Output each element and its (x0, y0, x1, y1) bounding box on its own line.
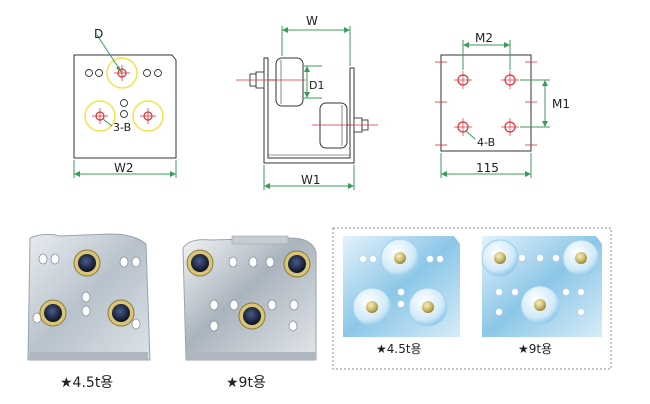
plain-hole (85, 69, 93, 77)
highlight-circle-right (132, 100, 164, 132)
inset-plate-4-5t (343, 236, 460, 337)
bolt-holes (454, 71, 519, 136)
leader-4b (465, 130, 476, 140)
label-3b: 3-B (113, 121, 131, 134)
label-115: 115 (476, 161, 499, 175)
bolt-group (186, 249, 311, 330)
plain-hole (120, 99, 128, 107)
drawing-rear-plate: M2 M1 4-B 115 (435, 31, 570, 178)
leader-d (96, 34, 123, 74)
leader-3b (102, 118, 113, 127)
inset-plate-9t (481, 236, 602, 337)
label-w: W (306, 14, 318, 28)
drawing-side-section: W D1 W1 (236, 14, 378, 190)
label-m1: M1 (552, 97, 570, 111)
photo-plate-9t (182, 235, 317, 361)
drawing-front-plate: D 3-B W2 (73, 27, 177, 178)
label-d: D (94, 27, 103, 41)
label-4b: 4-B (477, 136, 495, 149)
channel-outline (263, 57, 355, 164)
caption-inset-4-5t: ★4.5t용 (376, 342, 422, 356)
roller-upper (275, 57, 304, 107)
plain-hole (154, 69, 162, 77)
highlight-circle-left (84, 100, 116, 132)
roller-lower (319, 102, 348, 149)
highlight-circle-top (106, 57, 138, 89)
label-m2: M2 (475, 31, 493, 45)
label-d1: D1 (309, 79, 324, 92)
plate-outline (440, 54, 532, 152)
plain-hole (120, 110, 128, 118)
bolt-group (39, 249, 135, 327)
caption-inset-9t: ★9t용 (518, 342, 553, 356)
caption-photo-4-5t: ★4.5t용 (60, 375, 114, 391)
label-w1: W1 (301, 173, 321, 187)
plain-hole (95, 69, 103, 77)
caption-photo-9t: ★9t용 (226, 375, 266, 391)
photo-plate-4-5t (27, 233, 151, 361)
label-w2: W2 (114, 161, 134, 175)
plain-hole (143, 69, 151, 77)
